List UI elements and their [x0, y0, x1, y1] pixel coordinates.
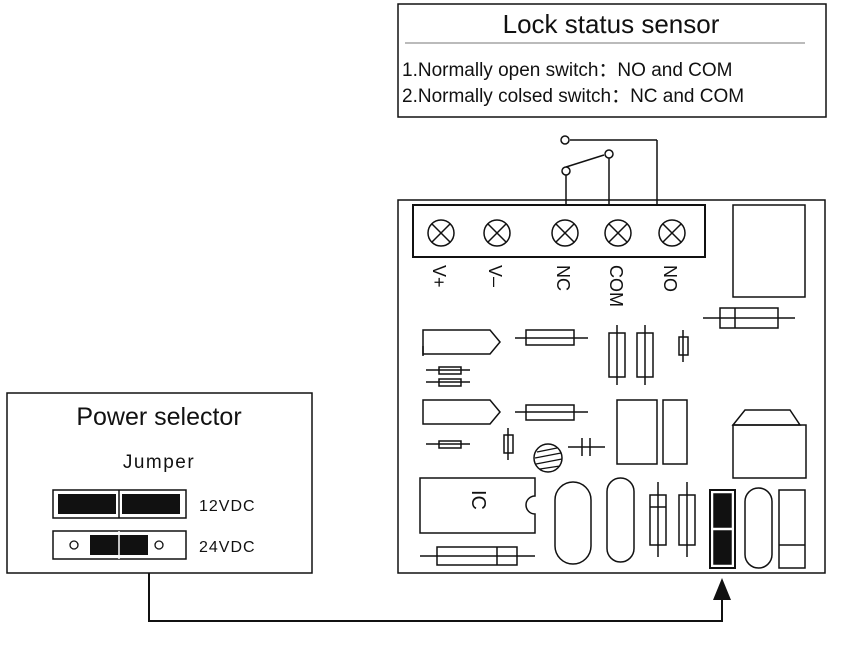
resistor: [525, 404, 575, 421]
resistor: [636, 332, 654, 378]
relay: [732, 204, 806, 298]
option-24vdc: 24VDC: [199, 539, 256, 556]
capacitor: [616, 399, 658, 465]
terminal-labels: V+ V– NC COM NO: [429, 265, 680, 307]
crystal: [606, 477, 635, 563]
terminal-screw-icon: [551, 219, 579, 247]
terminal-block: [412, 204, 706, 258]
power-selector-title: Power selector: [76, 403, 241, 431]
led: [533, 443, 563, 473]
terminal-screw-icon: [658, 219, 686, 247]
transistor: [422, 399, 501, 425]
capacitor: [662, 399, 688, 465]
diode: [678, 336, 689, 356]
lock-sensor-title: Lock status sensor: [503, 9, 720, 39]
diode: [678, 494, 696, 546]
terminal-label-nc: NC: [553, 265, 573, 291]
arrow-head-icon: [713, 578, 731, 600]
board-jumper-header: [709, 489, 736, 569]
terminal-screw-icon: [604, 219, 632, 247]
ic-label: IC: [467, 490, 489, 510]
diode: [503, 434, 514, 454]
switch-symbol: [560, 135, 658, 205]
resistor: [719, 307, 779, 329]
terminal-screw-icon: [427, 219, 455, 247]
lock-status-sensor-box: Lock status sensor 1.Normally open switc…: [397, 3, 827, 118]
terminal-screw-icon: [483, 219, 511, 247]
crystal: [554, 481, 592, 565]
resistor: [525, 329, 575, 346]
jumper-label: Jumper: [123, 452, 195, 473]
diode: [649, 494, 667, 546]
connector: [778, 489, 806, 569]
terminal-label-vminus: V–: [485, 265, 505, 287]
crystal: [744, 487, 773, 569]
terminal-label-com: COM: [606, 265, 626, 307]
power-selector-box: Power selector Jumper 12VDC 24VDC: [6, 392, 313, 574]
terminal-label-vplus: V+: [429, 265, 449, 288]
resistor: [436, 546, 518, 566]
terminal-label-no: NO: [660, 265, 680, 292]
option-12vdc: 12VDC: [199, 498, 256, 515]
ic-chip: [419, 477, 536, 534]
lock-sensor-line-1: 1.Normally open switch：NO and COM: [402, 60, 733, 81]
lock-sensor-line-2: 2.Normally colsed switch：NC and COM: [402, 86, 744, 107]
connection-arrow: [148, 573, 731, 622]
transistor: [422, 329, 501, 355]
controller-board: [397, 199, 826, 574]
resistor: [608, 332, 626, 378]
voltage-regulator: [732, 424, 807, 479]
